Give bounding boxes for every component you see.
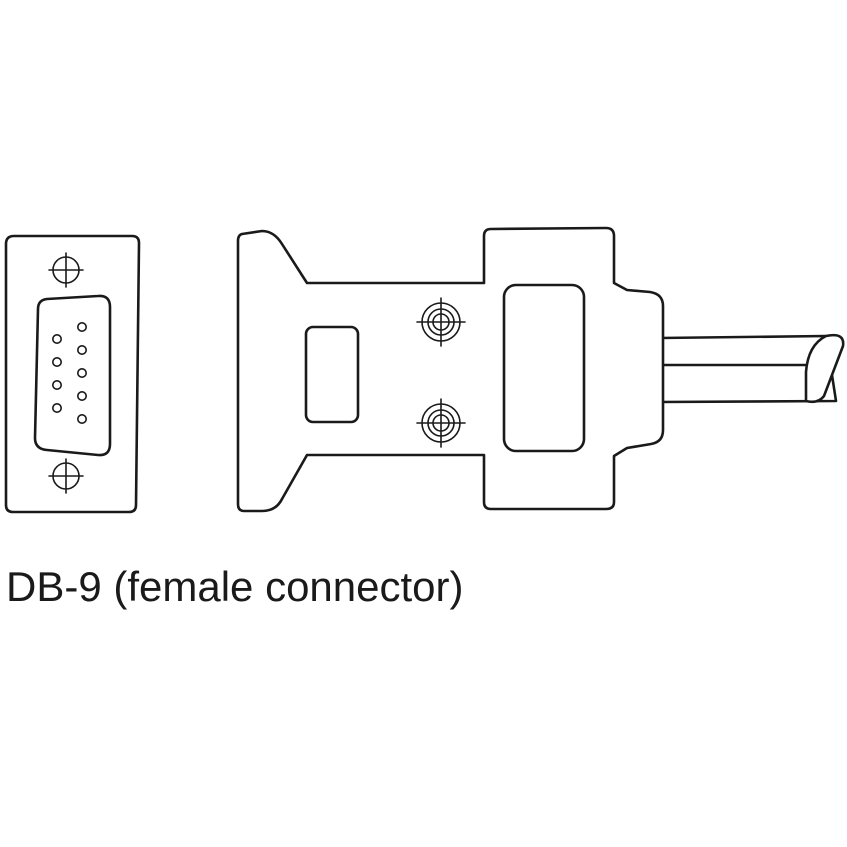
pin-socket (77, 390, 88, 401)
right-window (502, 283, 586, 453)
screw-head-top (416, 297, 466, 347)
pin-socket (51, 356, 62, 367)
mounting-hole-bottom (48, 458, 84, 494)
cable (658, 333, 845, 404)
pin-sockets (51, 321, 88, 424)
connector-side-view (236, 226, 845, 513)
connector-front-view (4, 234, 141, 514)
pin-socket (77, 344, 88, 355)
pin-socket (77, 321, 88, 332)
pin-socket (51, 379, 62, 390)
d-shell (33, 294, 112, 457)
pin-socket (77, 413, 88, 424)
screw-head-bottom (416, 398, 466, 448)
connector-body (236, 226, 665, 513)
mounting-hole-top (48, 252, 84, 288)
left-window (304, 325, 360, 424)
diagram-caption: DB-9 (female connector) (6, 563, 464, 610)
pin-socket (51, 402, 62, 413)
pin-socket (77, 367, 88, 378)
pin-socket (51, 333, 62, 344)
cable-end (804, 333, 845, 404)
